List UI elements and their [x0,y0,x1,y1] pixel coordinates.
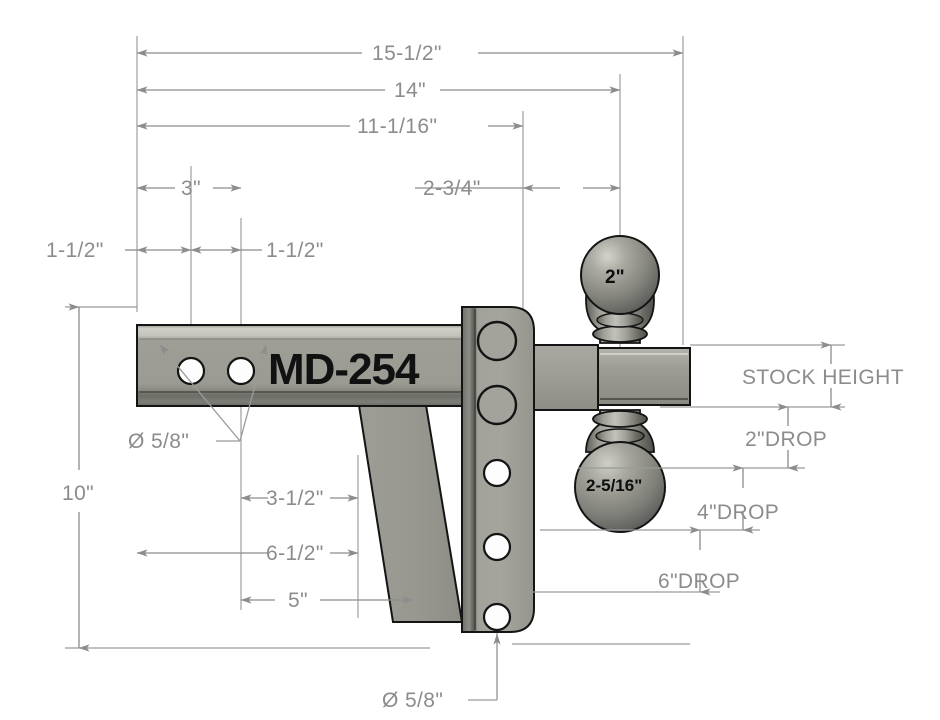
part-number-label: MD-254 [268,345,420,394]
dim-5-label: 5" [288,589,308,612]
shank-hole-2 [226,356,256,386]
bracket-hole-leader-line [468,633,501,701]
dim-10-label: 10" [62,482,94,505]
ball-mount-arm-extension [597,347,691,406]
shank-hole-1 [176,356,206,386]
dim-14-label: 14" [394,79,426,102]
drop-4-label: 4"DROP [697,501,779,524]
dim-6-1-2-label: 6-1/2" [266,542,324,565]
dim-1-1-2-left-label: 1-1/2" [46,239,104,262]
drop-dimension-arrows [689,341,842,596]
lower-hitch-ball: 2-5/16" [574,409,666,533]
lower-dimension-group [136,494,414,604]
dim-1-1-2-right-label: 1-1/2" [266,239,324,262]
gusset-plate [356,398,464,623]
stock-height-label: STOCK HEIGHT [742,366,904,389]
shank-hole-leader-lines [159,344,267,442]
bracket-hole-1 [476,320,518,362]
drop-6-label: 6"DROP [658,570,740,593]
upper-ball-size-label: 2" [605,267,625,288]
lower-ball-size-label: 2-5/16" [586,476,642,495]
ball-mount-arm [533,344,599,411]
bracket-hole-5 [482,602,512,632]
bracket-hole-callout-label: Ø 5/8" [382,689,443,712]
dim-11-1-16-label: 11-1/16" [357,115,437,138]
shank-hole-callout-label: Ø 5/8" [128,430,189,453]
bracket-hole-3 [482,458,512,488]
dim-15-1-2-label: 15-1/2" [372,42,442,65]
drop-reference-lines [512,344,845,645]
upper-hitch-ball: 2" [580,235,660,344]
bracket-hole-2 [476,384,518,426]
drop-2-label: 2"DROP [745,428,827,451]
hitch-part-geometry: MD-254 2" 2-5/16 [136,235,691,633]
top-dimension-group [136,49,684,130]
bracket-hole-4 [482,532,512,562]
dim-2-3-4-label: 2-3/4" [423,177,481,200]
dim-3-1-2-label: 3-1/2" [266,487,324,510]
dim-3-label: 3" [181,177,201,200]
